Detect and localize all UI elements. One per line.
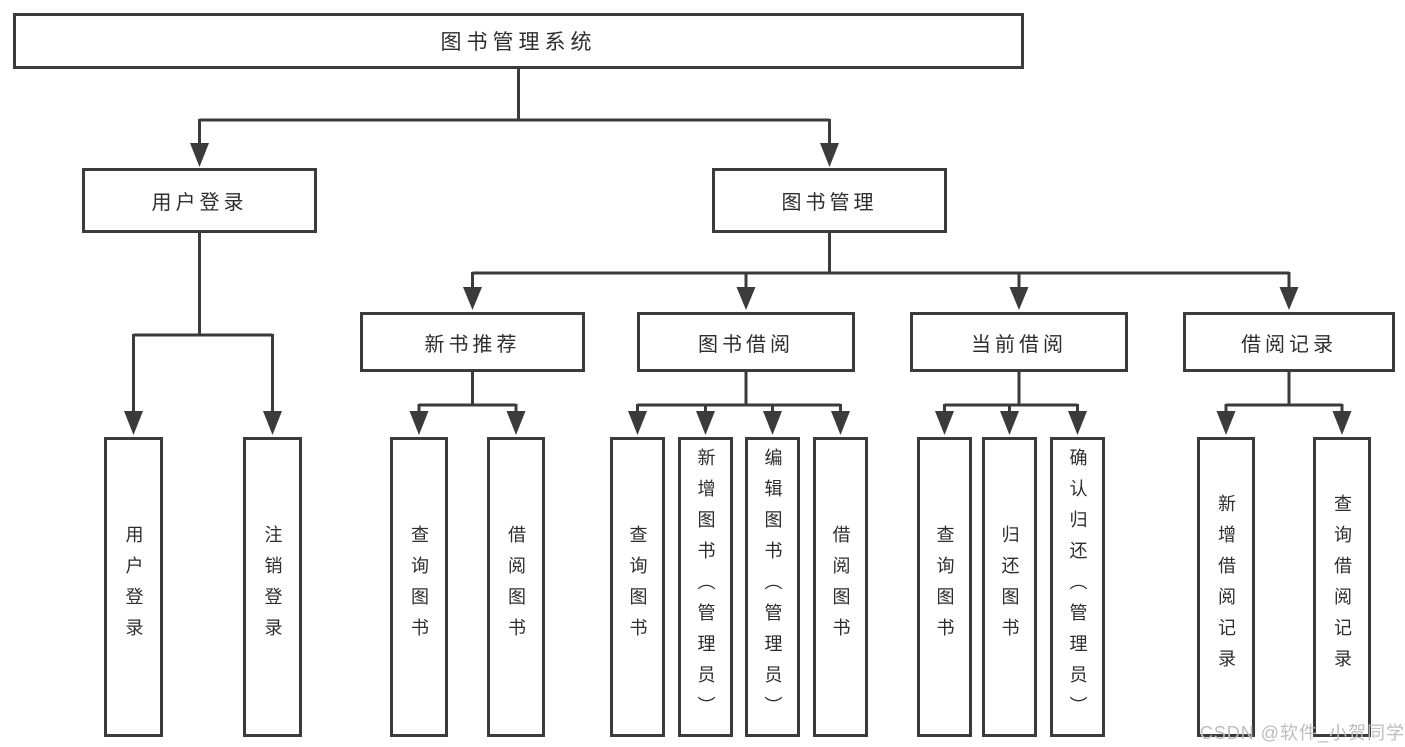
- leaf-logout: 注销登录: [243, 437, 302, 737]
- leaf-edit-books-admin: 编辑图书（管理员）: [745, 437, 800, 737]
- node-book-management: 图书管理: [712, 168, 947, 233]
- arrowheads: [124, 143, 1352, 435]
- leaf-query-books-current: 查询图书: [917, 437, 972, 737]
- leaf-query-books-borrow: 查询图书: [610, 437, 665, 737]
- node-new-book-recommend: 新书推荐: [360, 312, 585, 372]
- leaf-borrow-books-recommend: 借阅图书: [487, 437, 545, 737]
- node-book-borrowing: 图书借阅: [637, 312, 855, 372]
- leaf-add-borrow-record: 新增借阅记录: [1197, 437, 1255, 737]
- node-library-management-system: 图书管理系统: [13, 13, 1024, 69]
- leaf-confirm-return-admin: 确认归还（管理员）: [1050, 437, 1105, 737]
- leaf-query-borrow-record: 查询借阅记录: [1313, 437, 1371, 737]
- leaf-query-books-recommend: 查询图书: [390, 437, 448, 737]
- node-borrowing-records: 借阅记录: [1183, 312, 1395, 372]
- node-current-borrowing: 当前借阅: [910, 312, 1128, 372]
- leaf-user-login: 用户登录: [104, 437, 163, 737]
- leaf-add-books-admin: 新增图书（管理员）: [678, 437, 733, 737]
- node-user-login: 用户登录: [82, 168, 317, 233]
- leaf-return-books: 归还图书: [982, 437, 1037, 737]
- leaf-borrow-books: 借阅图书: [813, 437, 868, 737]
